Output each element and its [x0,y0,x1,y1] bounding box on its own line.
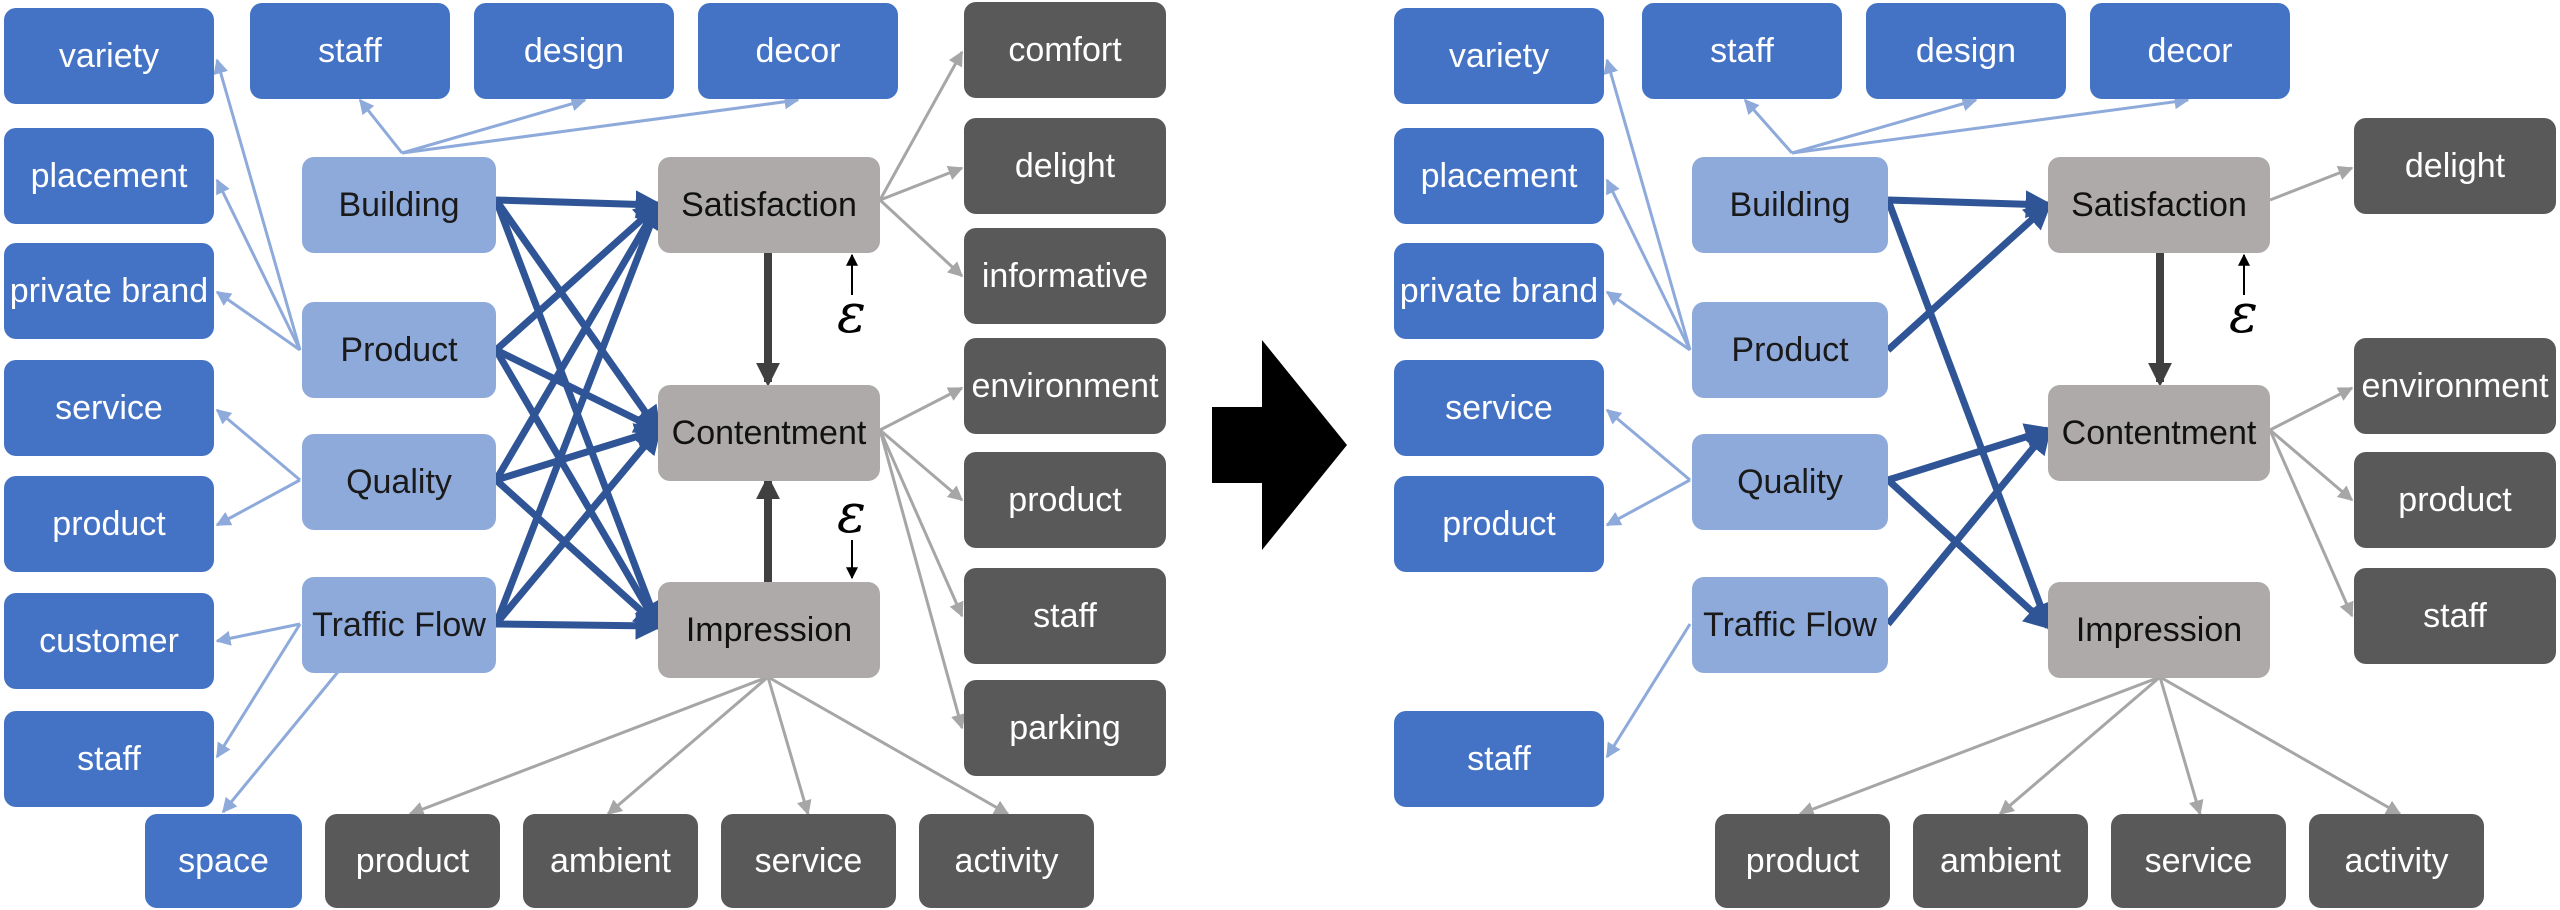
indicator-placement: placement [1394,128,1604,224]
outcome-bottom-product: product [325,814,500,908]
outcome-bottom-ambient: ambient [523,814,698,908]
indicator-top-staff: staff [250,3,450,99]
indicator-top-staff: staff [1642,3,1842,99]
left-outcome-edges [408,50,1010,817]
indicator-placement: placement [4,128,214,224]
factor-building: Building [1692,157,1888,253]
indicator-service: service [1394,360,1604,456]
latent-contentment: Contentment [2048,385,2270,481]
right-indicator-edges [1603,58,2190,759]
factor-traffic-flow: Traffic Flow [1692,577,1888,673]
right-structural-edges [1884,190,2054,632]
indicator-top-decor: decor [698,3,898,99]
indicator-variety: variety [4,8,214,104]
epsilon-symbol: ε [2229,282,2258,345]
right-outcome-edges [1798,165,2402,817]
factor-quality: Quality [1692,434,1888,530]
indicator-private-brand: private brand [4,243,214,339]
epsilon-symbol: ε [837,282,866,345]
outcome-comfort: comfort [964,2,1166,98]
indicator-private-brand: private brand [1394,243,1604,339]
outcome-parking: parking [964,680,1166,776]
left-structural-edges [492,190,664,640]
latent-satisfaction: Satisfaction [2048,157,2270,253]
latent-impression: Impression [2048,582,2270,678]
outcome-informative: informative [964,228,1166,324]
indicator-product: product [4,476,214,572]
factor-building: Building [302,157,496,253]
indicator-top-decor: decor [2090,3,2290,99]
epsilon-symbol: ε [837,482,866,545]
outcome-delight: delight [964,118,1166,214]
factor-product: Product [1692,302,1888,398]
indicator-top-design: design [474,3,674,99]
outcome-staff: staff [2354,568,2556,664]
outcome-environment: environment [2354,338,2556,434]
indicator-service: service [4,360,214,456]
latent-impression: Impression [658,582,880,678]
outcome-product: product [2354,452,2556,548]
indicator-customer: customer [4,593,214,689]
latent-contentment: Contentment [658,385,880,481]
outcome-bottom-activity: activity [919,814,1094,908]
outcome-bottom-service: service [721,814,896,908]
outcome-bottom-product: product [1715,814,1890,908]
outcome-delight: delight [2354,118,2556,214]
indicator-product: product [1394,476,1604,572]
outcome-product: product [964,452,1166,548]
outcome-bottom-service: service [2111,814,2286,908]
outcome-bottom-activity: activity [2309,814,2484,908]
outcome-environment: environment [964,338,1166,434]
indicator-variety: variety [1394,8,1604,104]
factor-quality: Quality [302,434,496,530]
indicator-staff: staff [4,711,214,807]
latent-satisfaction: Satisfaction [658,157,880,253]
factor-traffic-flow: Traffic Flow [302,577,496,673]
outcome-bottom-ambient: ambient [1913,814,2088,908]
indicator-space: space [145,814,302,908]
indicator-top-design: design [1866,3,2066,99]
indicator-staff: staff [1394,711,1604,807]
factor-product: Product [302,302,496,398]
transition-arrow [1212,340,1347,550]
outcome-staff: staff [964,568,1166,664]
